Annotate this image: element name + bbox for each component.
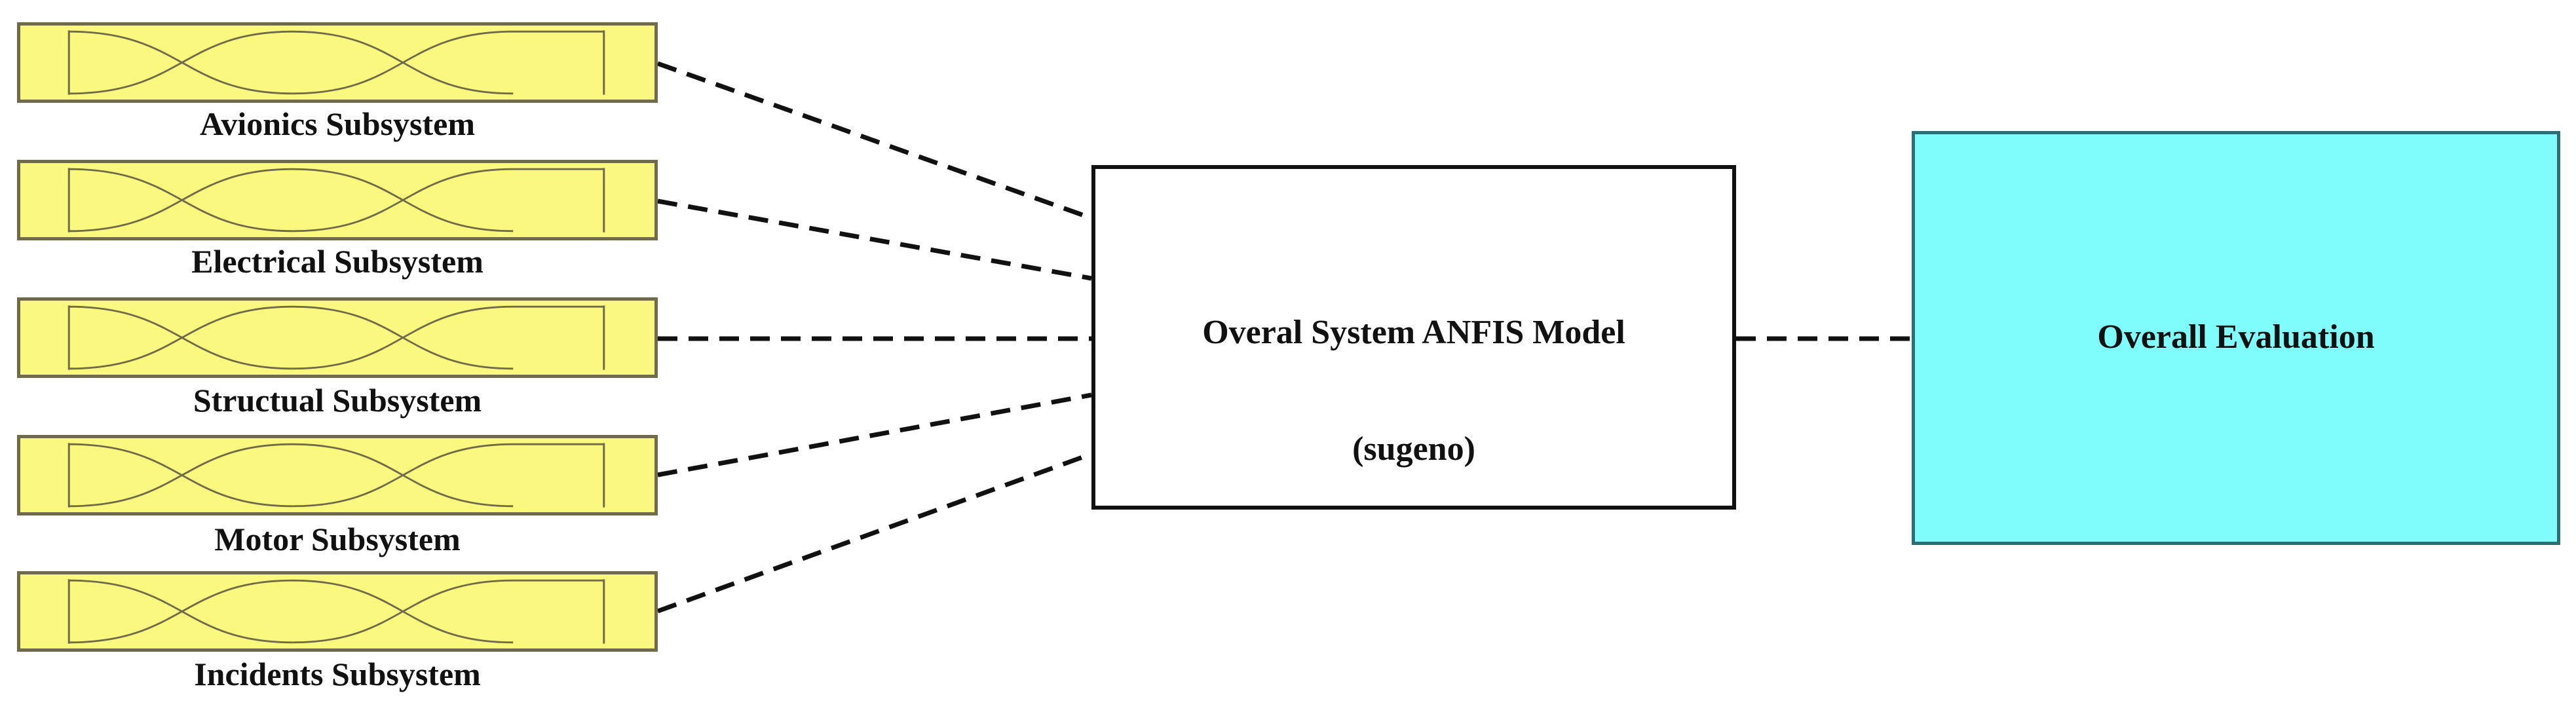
input-label-avionics: Avionics Subsystem bbox=[200, 105, 475, 142]
input-box-structual bbox=[17, 297, 658, 378]
connector-avionics bbox=[656, 61, 1093, 221]
model-subtitle: (sugeno) bbox=[1352, 430, 1475, 468]
membership-functions-icon bbox=[67, 305, 605, 370]
membership-functions-icon bbox=[67, 443, 605, 508]
input-label-motor: Motor Subsystem bbox=[214, 521, 461, 557]
connector-incidents bbox=[656, 451, 1093, 614]
input-box-motor bbox=[17, 435, 658, 515]
output-box: Overall Evaluation bbox=[1912, 131, 2560, 545]
input-label-structual: Structual Subsystem bbox=[193, 382, 482, 419]
anfis-model-box: Overal System ANFIS Model (sugeno) bbox=[1091, 165, 1736, 510]
input-box-incidents bbox=[17, 571, 658, 652]
membership-functions-icon bbox=[67, 30, 605, 95]
membership-functions-icon bbox=[67, 579, 605, 644]
connector-motor bbox=[657, 392, 1092, 478]
connector-electrical bbox=[657, 198, 1092, 281]
input-box-electrical bbox=[17, 160, 658, 240]
model-title: Overal System ANFIS Model bbox=[1202, 314, 1625, 351]
membership-functions-icon bbox=[67, 168, 605, 233]
output-title: Overall Evaluation bbox=[2097, 318, 2375, 356]
input-label-incidents: Incidents Subsystem bbox=[194, 656, 481, 692]
input-box-avionics bbox=[17, 22, 658, 103]
input-label-electrical: Electrical Subsystem bbox=[191, 243, 483, 280]
